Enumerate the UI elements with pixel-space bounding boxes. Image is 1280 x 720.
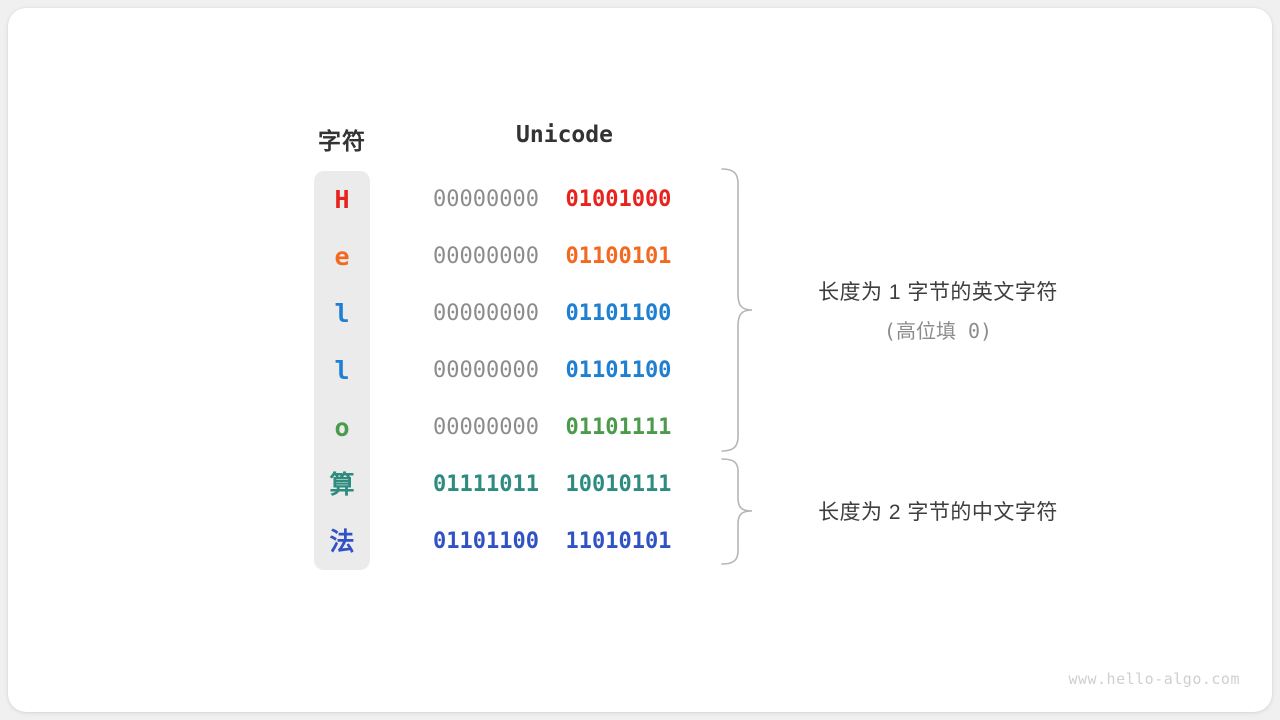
- byte-separator: [539, 529, 566, 554]
- diagram-card: 字符 Unicode H 00000000 01001000 e 00000000 0…: [8, 8, 1272, 712]
- row-character: 算: [329, 470, 355, 499]
- row-low-byte: 01001000: [565, 187, 672, 212]
- row-unicode-bits: 00000000 01101111: [433, 399, 696, 456]
- row-high-byte: 00000000: [433, 244, 539, 269]
- table-row: e 00000000 01100101: [8, 228, 1272, 285]
- byte-separator: [539, 415, 566, 440]
- watermark: www.hello-algo.com: [1068, 670, 1240, 688]
- row-low-byte: 01101111: [565, 415, 672, 440]
- row-unicode-bits: 00000000 01101100: [433, 285, 696, 342]
- table-row: l 00000000 01101100: [8, 285, 1272, 342]
- row-unicode-bits: 00000000 01001000: [433, 171, 696, 228]
- row-high-byte: 00000000: [433, 301, 539, 326]
- byte-separator: [539, 358, 566, 383]
- table-row: 算 01111011 10010111: [8, 456, 1272, 513]
- table-row: o 00000000 01101111: [8, 399, 1272, 456]
- row-character: e: [334, 242, 350, 271]
- row-low-byte: 10010111: [565, 472, 672, 497]
- table-row: 法 01101100 11010101: [8, 513, 1272, 570]
- row-low-byte: 01101100: [565, 358, 672, 383]
- row-unicode-bits: 00000000 01100101: [433, 228, 696, 285]
- column-header-unicode: Unicode: [516, 122, 613, 148]
- character-column-background: [314, 171, 370, 570]
- annotation-ascii-main: 长度为 1 字节的英文字符: [818, 281, 1058, 304]
- column-header-character: 字符: [318, 128, 366, 154]
- row-high-byte: 01111011: [433, 472, 539, 497]
- annotation-cjk-main: 长度为 2 字节的中文字符: [818, 501, 1058, 524]
- byte-separator: [539, 187, 566, 212]
- row-low-byte: 11010101: [565, 529, 672, 554]
- byte-separator: [539, 244, 566, 269]
- row-high-byte: 00000000: [433, 187, 539, 212]
- row-high-byte: 00000000: [433, 358, 539, 383]
- table-row: l 00000000 01101100: [8, 342, 1272, 399]
- row-unicode-bits: 01111011 10010111: [433, 456, 696, 513]
- row-character: H: [334, 185, 350, 214]
- annotation-ascii-sub: (高位填 0): [883, 319, 993, 343]
- row-unicode-bits: 01101100 11010101: [433, 513, 696, 570]
- annotation-cjk: 长度为 2 字节的中文字符: [778, 496, 1098, 526]
- table-row: H 00000000 01001000: [8, 171, 1272, 228]
- row-high-byte: 00000000: [433, 415, 539, 440]
- byte-separator: [539, 472, 566, 497]
- row-character: l: [334, 356, 350, 385]
- row-low-byte: 01101100: [565, 301, 672, 326]
- row-character: o: [334, 413, 350, 442]
- annotation-ascii: 长度为 1 字节的英文字符 (高位填 0): [778, 276, 1098, 344]
- byte-separator: [539, 301, 566, 326]
- row-low-byte: 01100101: [565, 244, 672, 269]
- row-character: l: [334, 299, 350, 328]
- row-character: 法: [329, 527, 355, 556]
- row-high-byte: 01101100: [433, 529, 539, 554]
- row-unicode-bits: 00000000 01101100: [433, 342, 696, 399]
